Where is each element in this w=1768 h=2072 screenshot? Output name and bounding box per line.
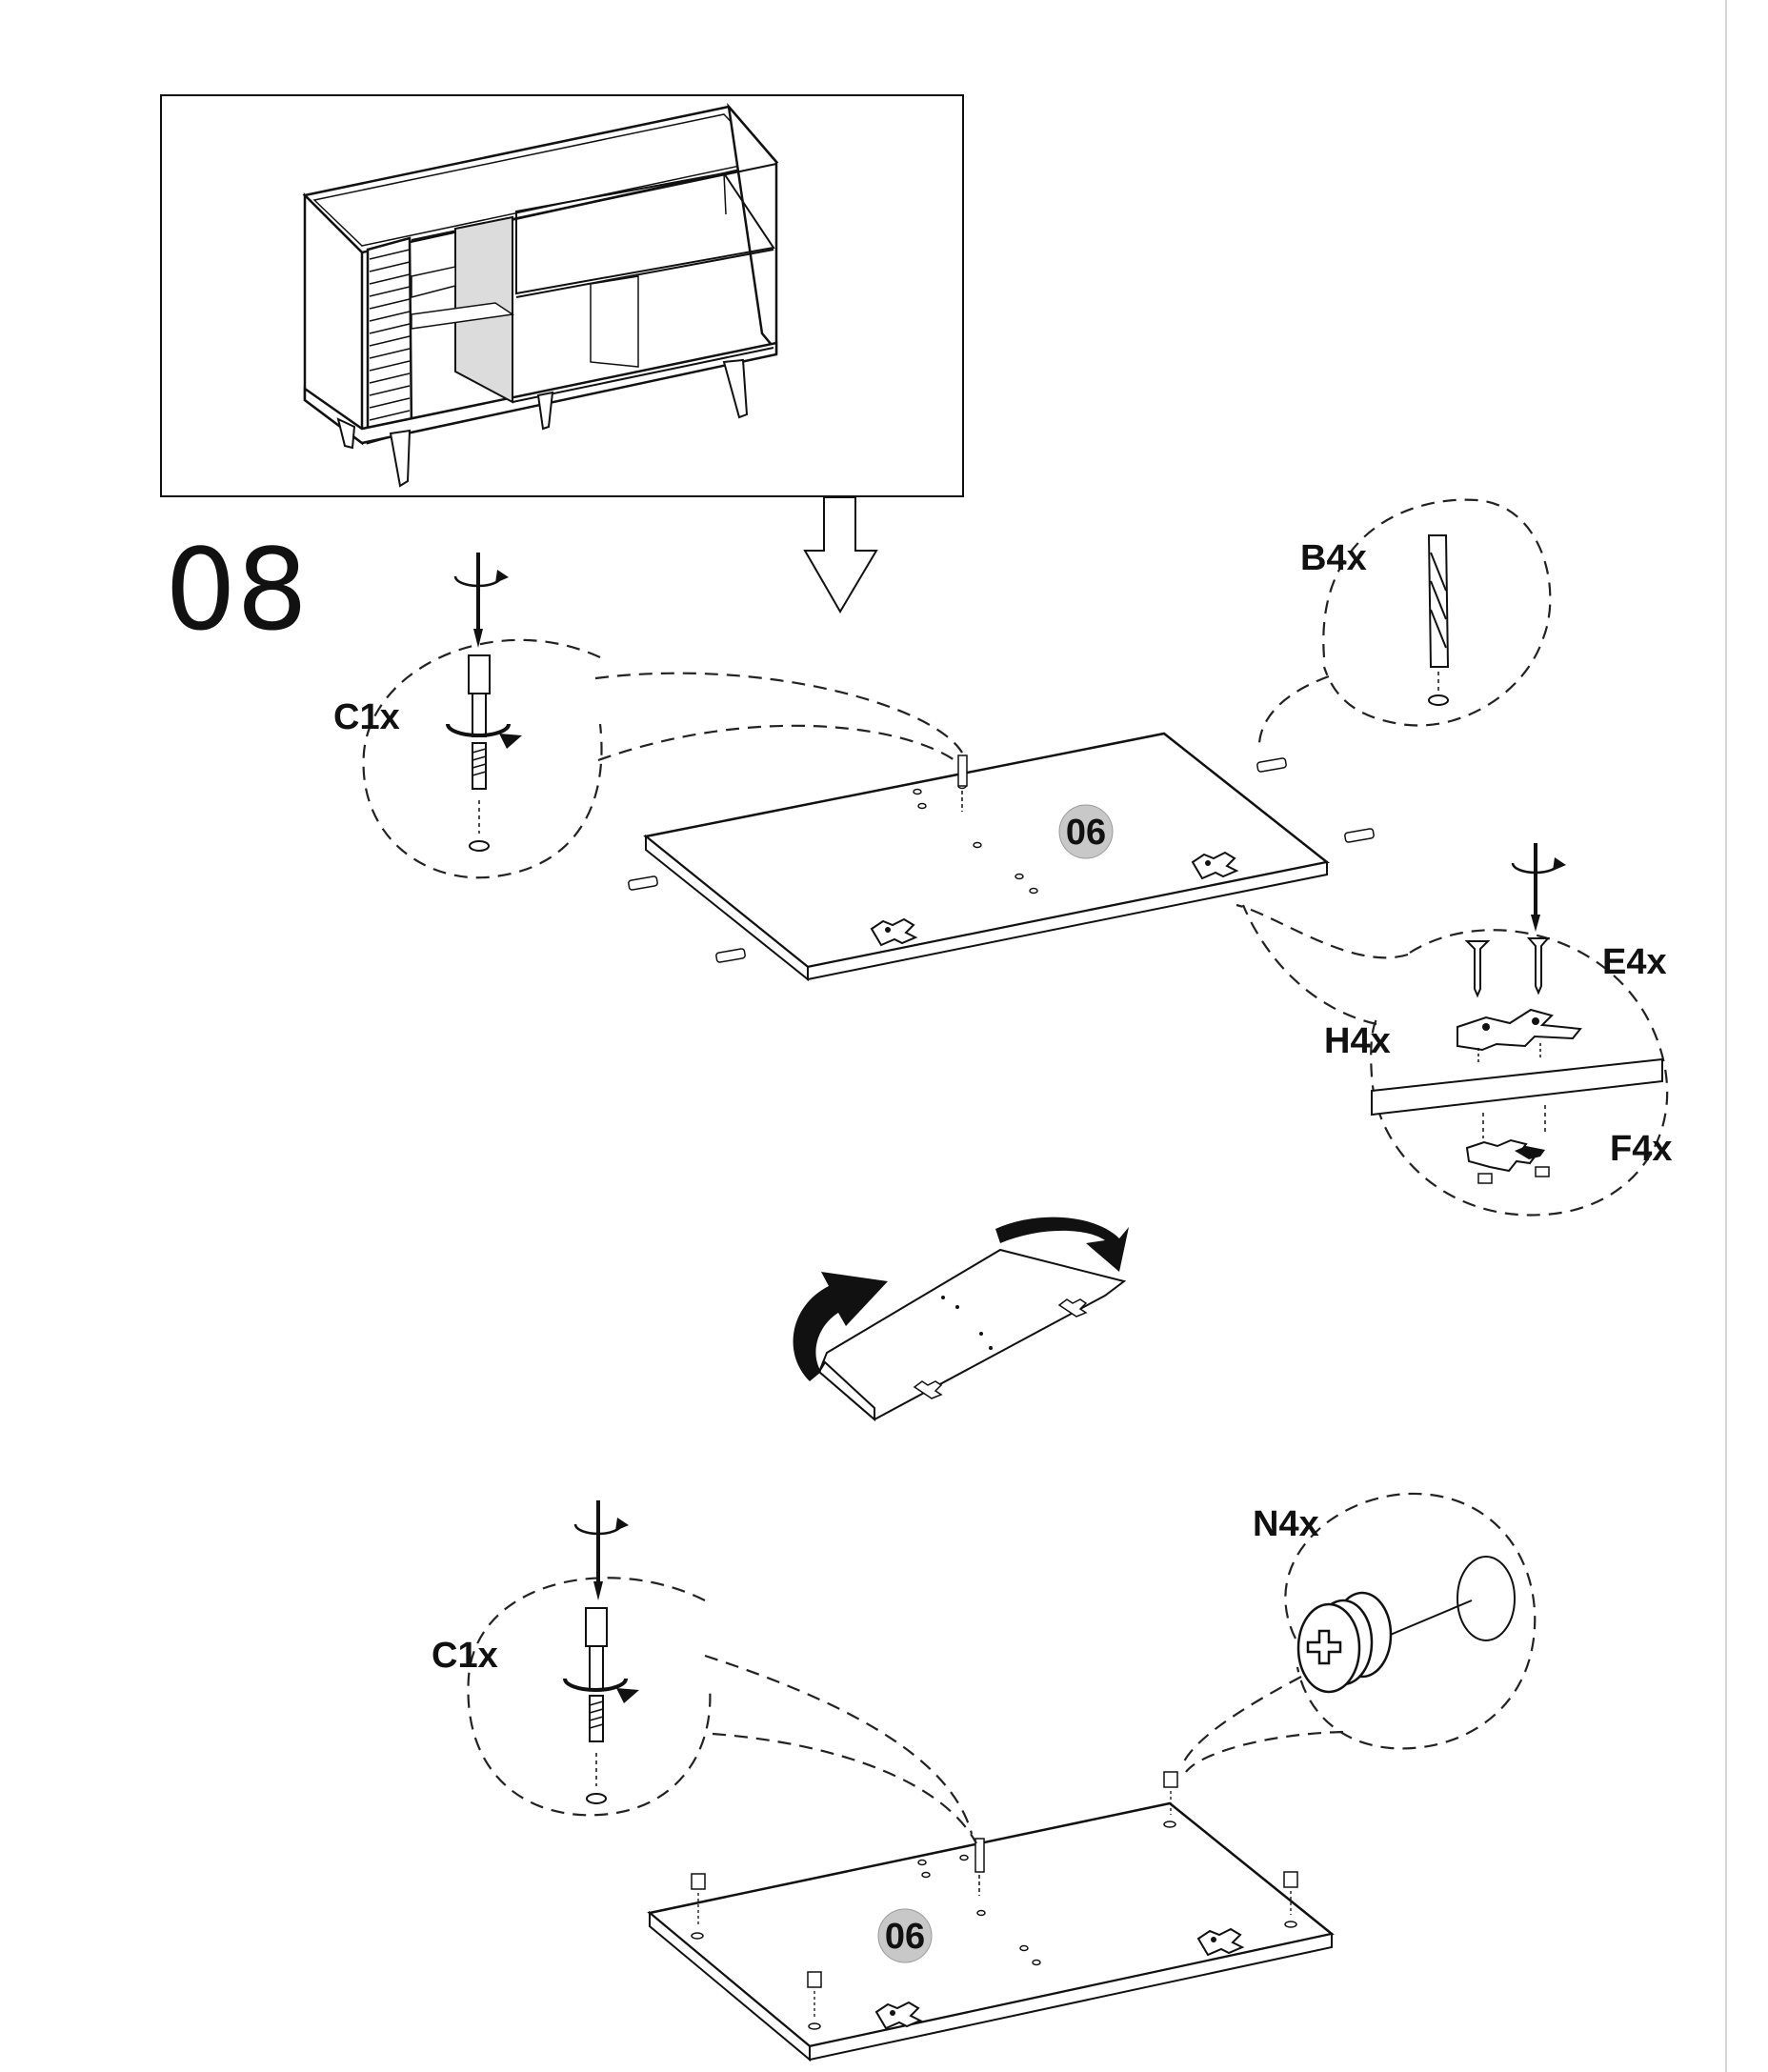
sideboard-overview xyxy=(302,102,779,488)
glide-icon xyxy=(1296,1556,1516,1694)
screwdriver-icon xyxy=(453,553,509,648)
label-cam-bottom: C1x xyxy=(432,1636,498,1676)
callout-glide: N4x xyxy=(1179,1492,1537,1773)
panel-badge xyxy=(877,1908,933,1963)
panel-badge-label: 06 xyxy=(885,1917,925,1957)
down-arrow-icon xyxy=(803,496,878,614)
hinge-plate-icon xyxy=(1457,1008,1582,1062)
overview-box xyxy=(160,94,964,497)
label-hinge-base: F4x xyxy=(1610,1129,1672,1169)
label-hinge-plate: H4x xyxy=(1324,1021,1391,1061)
glide-icon xyxy=(691,1771,1298,2018)
flip-panel-icon xyxy=(793,1217,1129,1422)
step-number: 08 xyxy=(165,524,308,655)
rotate-arrow-icon xyxy=(446,723,522,749)
label-screws: E4x xyxy=(1602,942,1667,982)
callout-cam-bottom: C1x xyxy=(432,1500,977,1844)
callout-cam-top: C1x xyxy=(333,553,963,879)
dowel-icon xyxy=(1427,534,1450,706)
cam-lock-bolt-icon xyxy=(957,754,968,812)
callout-hinge: E4x H4x F4x xyxy=(1236,843,1672,1217)
label-dowel: B4x xyxy=(1300,538,1367,578)
label-glide: N4x xyxy=(1253,1504,1319,1544)
hinge-plate-icon xyxy=(874,2001,923,2030)
label-cam-top: C1x xyxy=(333,697,400,737)
screwdriver-icon xyxy=(1511,843,1566,932)
hinge-base-icon xyxy=(1465,1105,1550,1184)
rotate-arrow-icon xyxy=(793,1217,1129,1381)
panel-badge xyxy=(1058,804,1114,859)
panel-badge-label: 06 xyxy=(1066,813,1106,853)
top-panel: 06 xyxy=(628,732,1375,982)
hinge-plate-icon xyxy=(1191,851,1239,880)
cam-lock-bolt-icon xyxy=(585,1607,608,1804)
screw-icon xyxy=(1464,937,1551,998)
cam-lock-bolt-icon xyxy=(468,654,491,852)
cam-lock-bolt-icon xyxy=(974,1838,985,1896)
callout-dowel: B4x xyxy=(1257,498,1552,752)
bottom-panel: 06 xyxy=(647,1771,1335,2062)
dowel-icon xyxy=(628,757,1375,963)
hinge-plate-icon xyxy=(870,917,918,947)
hinge-plate-icon xyxy=(1196,1927,1245,1957)
screwdriver-icon xyxy=(573,1500,629,1600)
rotate-arrow-icon xyxy=(563,1678,639,1703)
